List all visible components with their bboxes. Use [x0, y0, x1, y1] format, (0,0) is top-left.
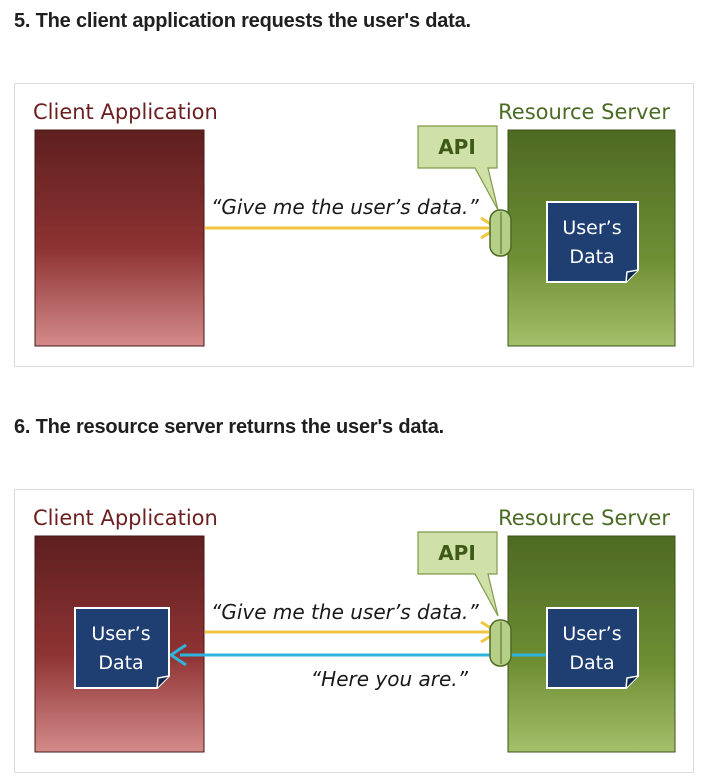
server-user-data-page-curl	[625, 675, 639, 689]
api-callout	[417, 531, 499, 617]
api-label: API	[438, 541, 476, 565]
resource-server-label: Resource Server	[498, 100, 670, 124]
api-label: API	[438, 135, 476, 159]
request-message: “Give me the user’s data.”	[211, 600, 479, 624]
server-user-data-label-line1: User’s	[562, 217, 621, 239]
request-message: “Give me the user’s data.”	[211, 195, 479, 219]
server-user-data-document	[546, 201, 639, 283]
client-application-label: Client Application	[33, 100, 218, 124]
server-user-data-document	[546, 607, 639, 689]
response-arrowhead	[168, 643, 187, 667]
step-5-heading: 5. The client application requests the u…	[14, 10, 471, 32]
resource-server-label: Resource Server	[498, 506, 670, 530]
step-5-diagram: Client Application Resource Server API “…	[14, 83, 694, 367]
server-user-data-page-curl	[625, 269, 639, 283]
api-callout	[417, 125, 499, 211]
client-user-data-label-line2: Data	[98, 652, 143, 674]
client-user-data-label-line1: User’s	[91, 623, 150, 645]
step-6-heading: 6. The resource server returns the user'…	[14, 416, 444, 438]
client-user-data-page-curl	[156, 675, 170, 689]
client-user-data-document	[74, 607, 170, 689]
server-user-data-label-line2: Data	[569, 652, 614, 674]
response-message: “Here you are.”	[311, 667, 469, 691]
server-user-data-label-line2: Data	[569, 246, 614, 268]
server-user-data-label-line1: User’s	[562, 623, 621, 645]
step-6-diagram: Client Application Resource Server API “…	[14, 489, 694, 773]
client-application-label: Client Application	[33, 506, 218, 530]
client-application-box	[34, 129, 205, 347]
